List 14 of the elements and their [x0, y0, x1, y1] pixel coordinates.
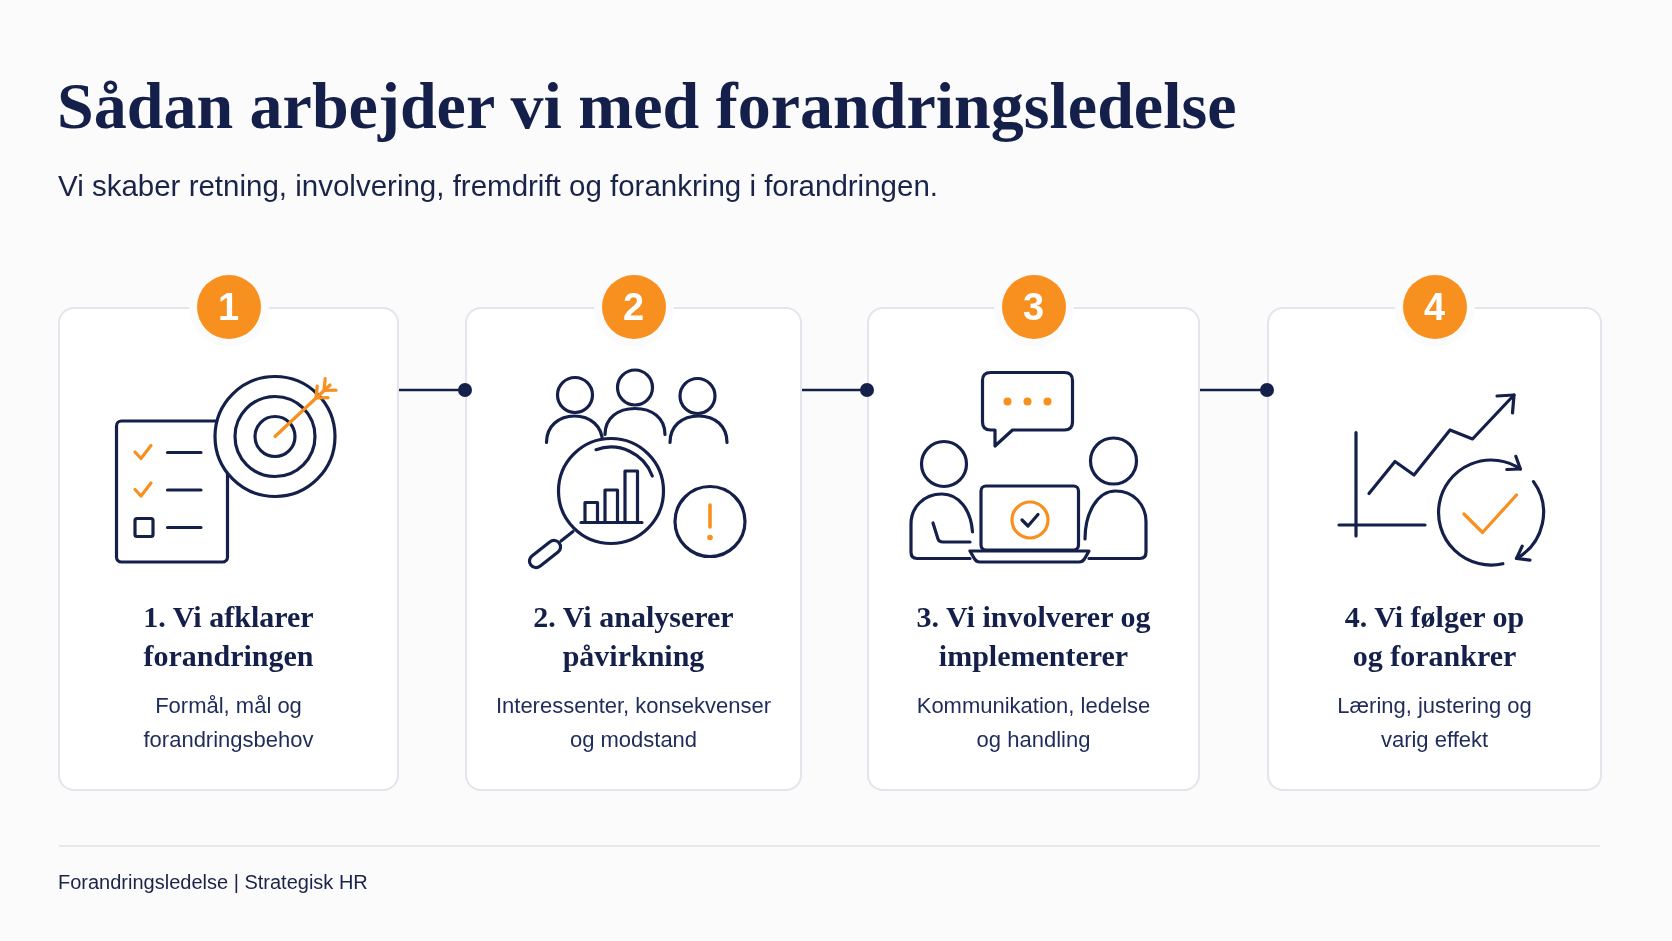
title: Sådan arbejder vi med forandringsledelse: [57, 68, 1237, 144]
step-description: Interessenter, konsekvenser og modstand: [494, 692, 773, 754]
connector-line: [399, 383, 472, 397]
step-description: Kommunikation, ledelse og handling: [915, 692, 1152, 754]
connector-line: [1200, 383, 1274, 397]
subtitle: Vi skaber retning, involvering, fremdrift og forankring i forandringen.: [58, 168, 938, 204]
step-heading: 4. Vi følger op og forankrer: [1343, 599, 1526, 674]
connector-line: [802, 383, 874, 397]
step-heading: 1. Vi afklarer forandringen: [142, 599, 315, 674]
step-description: Formål, mål og forandringsbehov: [142, 692, 315, 754]
footer-text: Forandringsledelse | Strategisk HR: [58, 870, 368, 894]
step-description: Læring, justering og varig effekt: [1336, 692, 1533, 754]
step-heading: 2. Vi analyserer påvirkning: [532, 599, 735, 674]
step-heading: 3. Vi involverer og implementerer: [915, 599, 1152, 674]
